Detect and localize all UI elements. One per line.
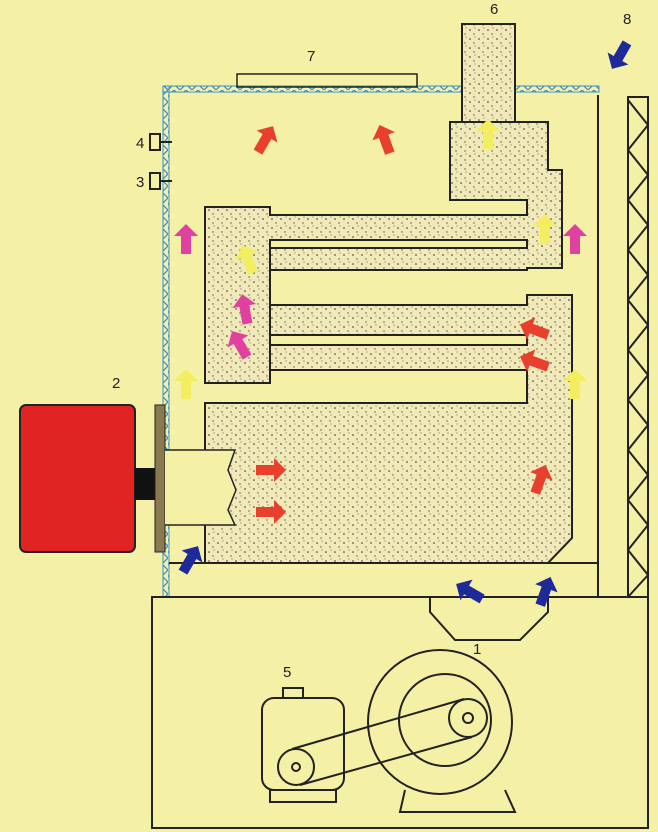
thermostat-4 <box>149 133 161 151</box>
label-thermostat-4: 4 <box>136 135 144 152</box>
heat-exchanger <box>204 121 573 564</box>
cold-air-arrow <box>607 40 632 69</box>
cold-air-arrow <box>456 579 485 604</box>
flue-gas-arrow <box>174 369 198 399</box>
flue-gas-arrow <box>563 369 587 399</box>
side-panel <box>627 96 649 598</box>
drive-belt-bottom <box>299 736 473 786</box>
chimney <box>461 23 516 123</box>
drive-belt-top <box>291 698 465 750</box>
airflow-arrows <box>174 40 632 607</box>
burner-tube <box>165 449 237 526</box>
motor-pulley <box>277 748 315 786</box>
warm-air-arrow <box>563 224 587 254</box>
warm-air-arrow <box>227 331 252 360</box>
cold-air-arrow <box>178 546 203 575</box>
label-top-outlet: 7 <box>307 48 315 65</box>
label-thermostat-3: 3 <box>136 174 144 191</box>
side-panel-filter <box>626 99 650 598</box>
fan-housing-box <box>151 596 649 829</box>
warm-air-arrow <box>174 224 198 254</box>
hot-air-arrow <box>372 124 395 155</box>
hot-air-arrow <box>519 349 550 372</box>
flue-gas-arrow <box>533 214 557 244</box>
fan-wheel <box>398 673 492 767</box>
label-motor: 5 <box>283 664 291 681</box>
burner-flange <box>154 404 166 553</box>
burner-body <box>19 404 136 553</box>
top-outlet-plate <box>236 73 418 88</box>
label-burner: 2 <box>112 375 120 392</box>
hot-air-arrow <box>256 458 286 482</box>
hot-air-arrow <box>519 317 550 340</box>
combustion-chamber <box>204 294 573 564</box>
burner <box>19 404 237 553</box>
motor <box>261 687 473 803</box>
label-chimney: 6 <box>490 1 498 18</box>
fan-base <box>398 789 517 813</box>
label-fan: 1 <box>473 641 481 658</box>
fan-pulley <box>448 698 488 738</box>
warm-air-arrow <box>232 294 257 325</box>
hot-air-arrow <box>253 126 278 155</box>
flue-gas-arrow <box>235 244 258 275</box>
hot-air-arrow <box>256 500 286 524</box>
hot-air-arrow <box>530 464 553 495</box>
burner-connector <box>135 468 157 500</box>
thermostat-3 <box>149 172 161 190</box>
fan-outlet <box>429 596 549 641</box>
upper-flue-passage <box>204 121 563 384</box>
cold-air-arrow <box>535 576 558 607</box>
label-air-inlet: 8 <box>623 11 631 28</box>
fan <box>367 596 549 813</box>
flue-gas-arrow <box>476 119 500 149</box>
thermostats <box>149 133 172 190</box>
